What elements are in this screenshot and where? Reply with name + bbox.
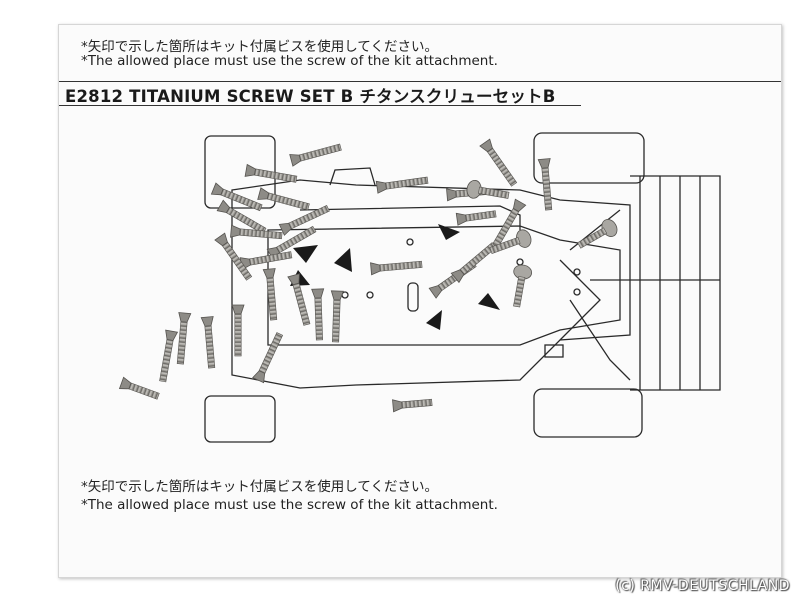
title-underline	[59, 105, 581, 106]
bottom-notice-english: *The allowed place must use the screw of…	[81, 497, 498, 513]
copyright-watermark: (c) RMV-DEUTSCHLAND	[615, 578, 790, 594]
divider-top	[59, 81, 781, 82]
top-notice-english: *The allowed place must use the screw of…	[81, 53, 498, 69]
top-notice-japanese: *矢印で示した箇所はキット付属ビスを使用してください。	[81, 39, 438, 55]
product-title: E2812 TITANIUM SCREW SET B チタンスクリューセットB	[65, 87, 556, 106]
instruction-sheet: *矢印で示した箇所はキット付属ビスを使用してください。 *The allowed…	[58, 24, 782, 578]
bottom-notice-japanese: *矢印で示した箇所はキット付属ビスを使用してください。	[81, 479, 438, 495]
titanium-screws	[119, 138, 621, 413]
